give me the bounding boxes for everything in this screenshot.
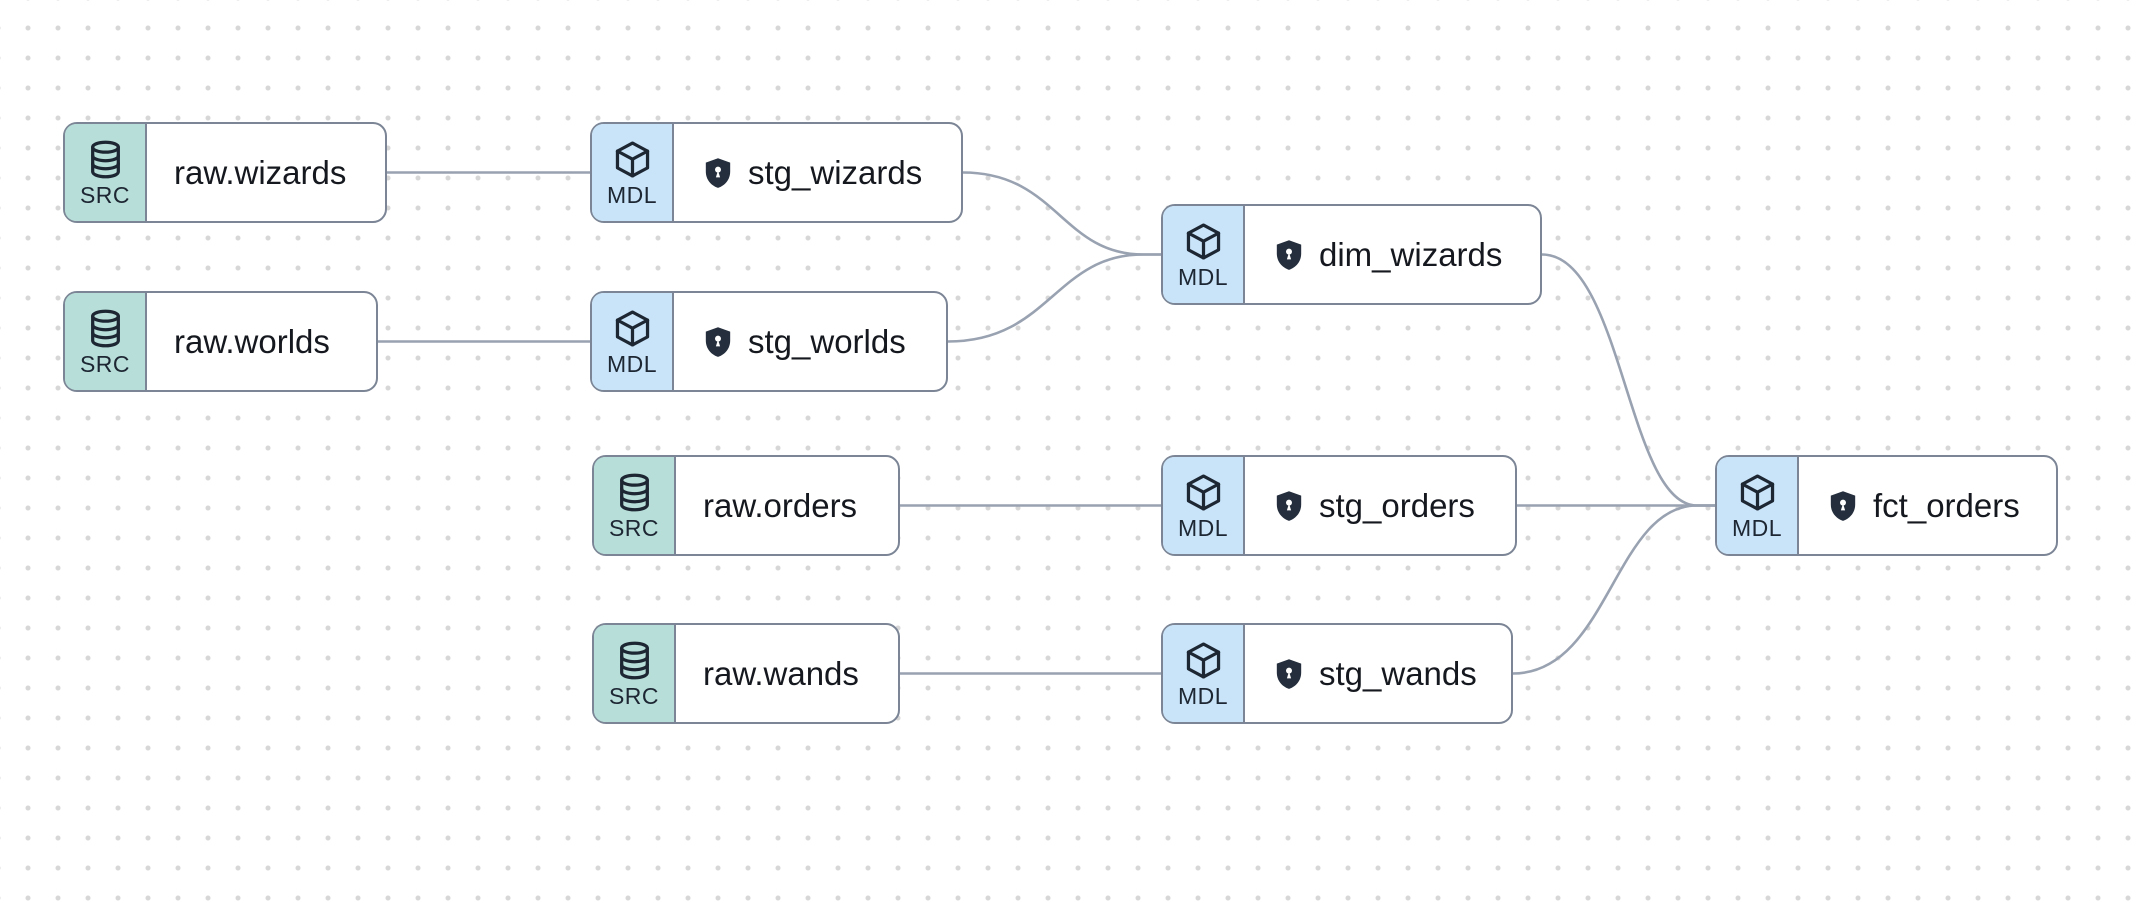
lineage-node-dim_wizards[interactable]: MDL dim_wizards xyxy=(1161,204,1542,305)
edge-stg_worlds-to-dim_wizards xyxy=(946,253,1163,343)
node-kind-badge: MDL xyxy=(1163,206,1245,303)
edge-stg_wands-to-fct_orders xyxy=(1511,504,1717,675)
lineage-node-stg_wands[interactable]: MDL stg_wands xyxy=(1161,623,1513,724)
lineage-node-stg_worlds[interactable]: MDL stg_worlds xyxy=(590,291,948,392)
contract-shield-icon xyxy=(1272,657,1306,691)
contract-shield-icon xyxy=(1272,238,1306,272)
database-icon xyxy=(85,139,126,180)
node-label: stg_orders xyxy=(1319,486,1475,524)
node-kind-label: SRC xyxy=(608,682,660,709)
node-label: raw.orders xyxy=(703,486,858,524)
node-kind-badge: MDL xyxy=(1163,457,1245,554)
node-kind-badge: MDL xyxy=(1163,625,1245,722)
node-kind-label: SRC xyxy=(608,514,660,541)
node-kind-badge: MDL xyxy=(592,293,674,390)
lineage-node-raw_wands[interactable]: SRC raw.wands xyxy=(592,623,900,724)
node-kind-label: MDL xyxy=(606,181,658,208)
node-kind-badge: SRC xyxy=(65,124,147,221)
cube-icon xyxy=(1183,221,1224,262)
contract-shield-icon xyxy=(701,156,735,190)
node-kind-label: MDL xyxy=(606,350,658,377)
node-kind-label: MDL xyxy=(1177,682,1229,709)
node-kind-label: MDL xyxy=(1177,514,1229,541)
cube-icon xyxy=(1183,472,1224,513)
node-body: stg_wizards xyxy=(674,124,961,221)
node-kind-label: MDL xyxy=(1731,514,1783,541)
database-icon xyxy=(614,472,655,513)
node-label: stg_worlds xyxy=(748,322,906,360)
node-label: raw.wizards xyxy=(174,153,347,191)
node-body: raw.worlds xyxy=(147,293,376,390)
node-label: dim_wizards xyxy=(1319,235,1503,273)
cube-icon xyxy=(612,139,653,180)
node-kind-label: SRC xyxy=(79,350,131,377)
node-label: stg_wands xyxy=(1319,654,1477,692)
node-label: raw.worlds xyxy=(174,322,330,360)
node-body: stg_orders xyxy=(1245,457,1515,554)
contract-shield-icon xyxy=(1826,489,1860,523)
node-kind-label: SRC xyxy=(79,181,131,208)
node-kind-label: MDL xyxy=(1177,263,1229,290)
node-body: raw.orders xyxy=(676,457,898,554)
node-body: stg_worlds xyxy=(674,293,946,390)
cube-icon xyxy=(612,308,653,349)
cube-icon xyxy=(1183,640,1224,681)
cube-icon xyxy=(1737,472,1778,513)
node-body: dim_wizards xyxy=(1245,206,1540,303)
node-body: stg_wands xyxy=(1245,625,1511,722)
database-icon xyxy=(614,640,655,681)
node-kind-badge: MDL xyxy=(1717,457,1799,554)
node-body: raw.wands xyxy=(676,625,898,722)
node-body: raw.wizards xyxy=(147,124,385,221)
contract-shield-icon xyxy=(1272,489,1306,523)
lineage-node-stg_wizards[interactable]: MDL stg_wizards xyxy=(590,122,963,223)
node-kind-badge: SRC xyxy=(594,625,676,722)
lineage-node-raw_orders[interactable]: SRC raw.orders xyxy=(592,455,900,556)
database-icon xyxy=(85,308,126,349)
node-label: stg_wizards xyxy=(748,153,923,191)
edge-stg_wizards-to-dim_wizards xyxy=(961,171,1163,256)
node-kind-badge: MDL xyxy=(592,124,674,221)
node-label: raw.wands xyxy=(703,654,859,692)
node-body: fct_orders xyxy=(1799,457,2056,554)
lineage-node-raw_worlds[interactable]: SRC raw.worlds xyxy=(63,291,378,392)
contract-shield-icon xyxy=(701,325,735,359)
node-label: fct_orders xyxy=(1873,486,2020,524)
node-kind-badge: SRC xyxy=(594,457,676,554)
node-kind-badge: SRC xyxy=(65,293,147,390)
edge-dim_wizards-to-fct_orders xyxy=(1540,253,1717,507)
lineage-node-raw_wizards[interactable]: SRC raw.wizards xyxy=(63,122,387,223)
lineage-node-stg_orders[interactable]: MDL stg_orders xyxy=(1161,455,1517,556)
lineage-node-fct_orders[interactable]: MDL fct_orders xyxy=(1715,455,2058,556)
